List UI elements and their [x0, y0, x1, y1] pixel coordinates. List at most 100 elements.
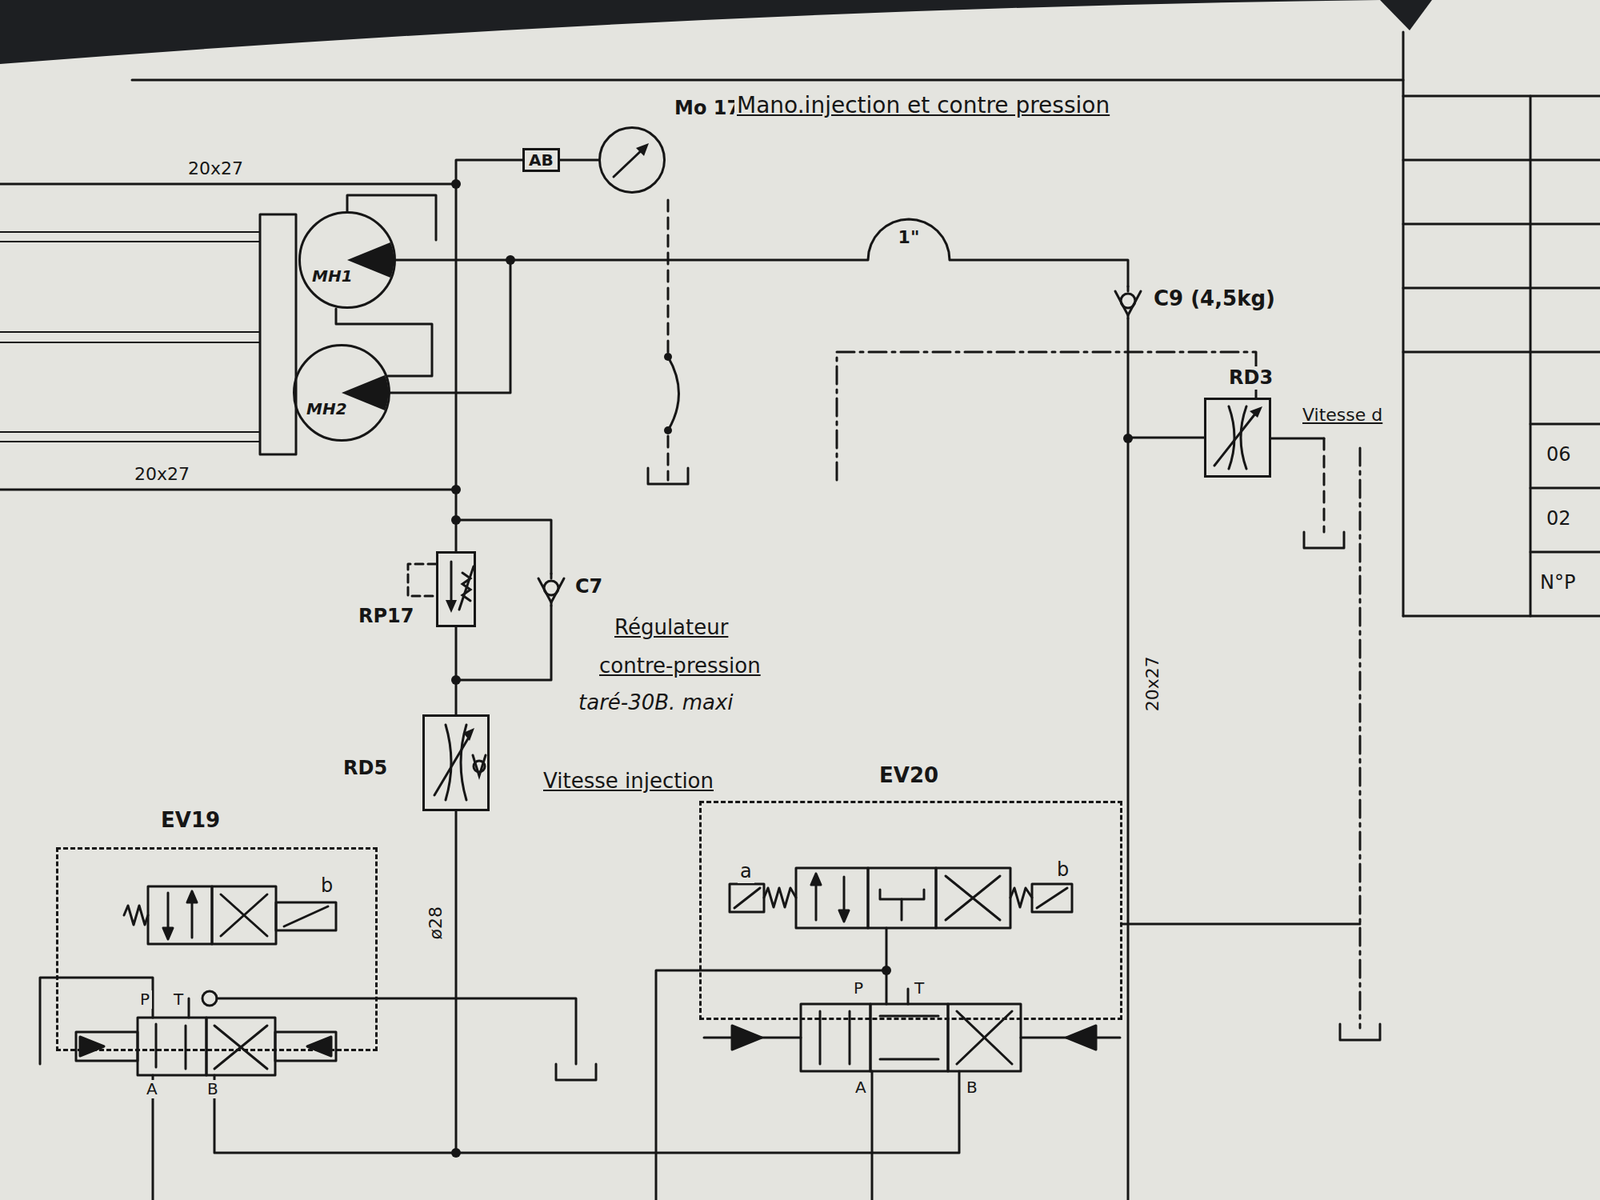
port-block: AB: [522, 148, 560, 172]
port-name: P: [851, 979, 866, 998]
pilot-triangle: [732, 1025, 762, 1050]
symbol: [600, 128, 664, 192]
pipe-diameter: ø28: [425, 904, 446, 942]
table-line: [1403, 615, 1600, 618]
solenoid-symbol: [1032, 884, 1072, 912]
restriction: [445, 724, 452, 800]
flow-arrow: [155, 1024, 158, 1068]
component-label: Mo 17: [674, 96, 740, 120]
solenoid-symbol: [1036, 888, 1068, 908]
closed-port: [900, 899, 904, 920]
junction-dot: [664, 352, 672, 361]
solenoid-symbol: [734, 888, 760, 908]
motor-wedge: [341, 375, 388, 411]
solenoid-name: b: [318, 875, 336, 898]
pipe: [336, 308, 432, 376]
drawing-title: Mano.injection et contre pression: [734, 92, 1112, 119]
note: Régulateur: [612, 616, 731, 640]
adjust-arrow: [1214, 412, 1256, 466]
pressure-gauge: Mo 17: [598, 126, 666, 194]
pilot-line: [667, 200, 670, 352]
pipe-size: 20x27: [1142, 653, 1163, 714]
pipe-stub: [1127, 286, 1130, 292]
port-name: B: [964, 1078, 980, 1097]
table-line: [1403, 159, 1600, 162]
pilot-triangle: [80, 1036, 104, 1056]
component-label: RP17: [358, 604, 414, 628]
component-label: AB: [528, 150, 554, 170]
solenoid-valve-group: EV20: [699, 800, 1123, 1020]
flow-arrow: [214, 1025, 268, 1069]
pilot-line: [408, 564, 436, 596]
hydraulic-line: [456, 160, 523, 552]
tank-symbol: [1340, 1024, 1380, 1040]
arrow-head: [839, 910, 849, 922]
pilot-triangle: [1066, 1025, 1096, 1050]
restriction: [1228, 406, 1235, 469]
table-line: [1403, 95, 1600, 98]
valve-square: [870, 1004, 948, 1072]
spring-symbol: [1010, 888, 1032, 908]
valve-square: [212, 886, 276, 944]
table-cell: 06: [1544, 444, 1574, 467]
table-line: [1530, 487, 1600, 490]
check-valve: C7: [535, 573, 568, 606]
arrow-head: [463, 728, 475, 741]
symbol: [535, 573, 568, 606]
cylinder-line: [0, 341, 260, 344]
port-name: A: [852, 1078, 869, 1097]
flow-arrow: [184, 1025, 188, 1069]
cylinder-line: [0, 440, 260, 443]
pipework: [0, 32, 1600, 1200]
component-label: EV20: [879, 763, 939, 788]
closed-port: [880, 1058, 939, 1061]
solenoid-symbol: [284, 906, 328, 927]
tank-symbol: [648, 468, 688, 484]
keyboard-background: [0, 0, 1380, 64]
cylinder-line: [0, 240, 260, 243]
pipe: [390, 260, 511, 393]
solenoid-symbol: [276, 902, 336, 931]
closed-port: [880, 889, 924, 900]
component-label: EV19: [160, 808, 220, 833]
pipe-stub: [550, 602, 553, 606]
pipe: [216, 998, 576, 1064]
pipe: [871, 1071, 874, 1200]
symbol: [424, 716, 488, 809]
pipe: [347, 195, 436, 240]
pilot-line: [667, 436, 670, 480]
table-line: [1530, 423, 1600, 426]
pilot-actuator: [275, 1032, 336, 1061]
table-line: [1402, 32, 1405, 616]
valve-square: [800, 1004, 871, 1072]
table-line: [1403, 287, 1600, 290]
flow-arrow: [945, 876, 1000, 920]
note: Vitesse d: [1300, 404, 1385, 425]
valve-square: [137, 1017, 207, 1076]
gauge-needle: [613, 148, 644, 177]
flow-control-valve: RD3: [1204, 397, 1272, 478]
valve-square: [148, 886, 212, 944]
hydraulic-line: [560, 159, 599, 162]
adjust-arrow: [459, 566, 474, 610]
pilot-triangle: [307, 1036, 332, 1056]
port-name: A: [144, 1080, 160, 1099]
check-ball: [202, 991, 217, 1006]
component-label: RD3: [1228, 366, 1273, 390]
table-line: [1530, 551, 1600, 554]
cylinder-line: [0, 231, 260, 233]
hydraulic-line: [455, 627, 458, 715]
arrow-head: [1249, 406, 1263, 418]
table-line: [1403, 223, 1600, 226]
note: taré-30B. maxi: [576, 691, 736, 716]
junction-dots: [451, 179, 1133, 1158]
cylinder-line: [0, 331, 260, 333]
table-cell: 02: [1544, 508, 1574, 531]
valve-square: [948, 1004, 1021, 1072]
check-seat: [1115, 291, 1141, 316]
pipe-size: 20x27: [132, 464, 192, 484]
arrow-head: [187, 891, 197, 903]
